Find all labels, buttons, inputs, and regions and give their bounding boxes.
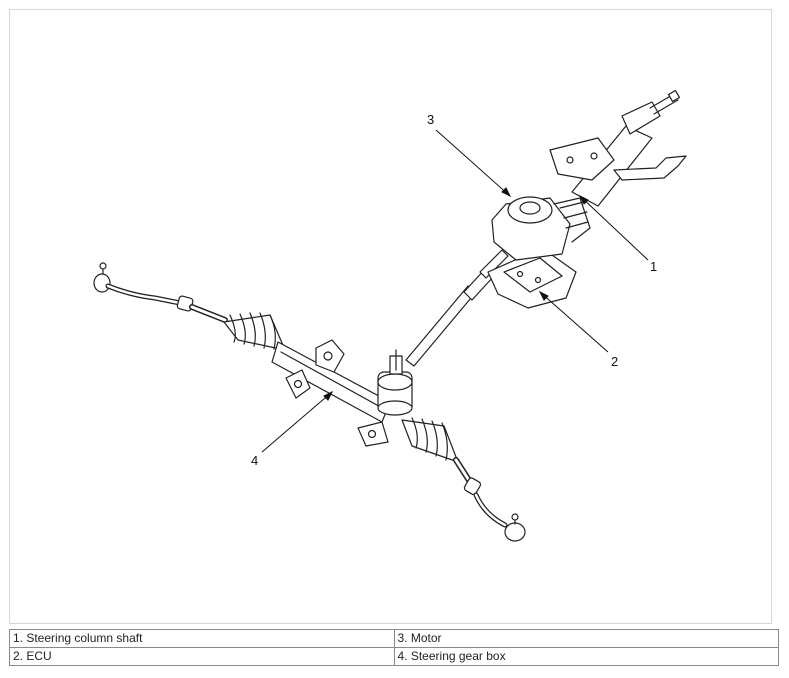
right-tie-rod [453,457,526,542]
motor-unit [491,196,591,261]
pinion-housing [377,349,413,416]
callout-1-leader [579,195,649,261]
legend-cell: 3. Motor [393,629,779,648]
callout-label-2: 2 [611,354,619,369]
ecu-unit [487,247,577,309]
legend-cell: 2. ECU [9,647,395,666]
steering-column [549,89,687,207]
legend-row: 2. ECU 4. Steering gear box [9,647,779,666]
left-boot [223,312,286,351]
callout-4-leader [261,391,333,453]
rack-housing [271,339,391,447]
diagram-figure: 3 1 2 4 [9,9,772,624]
right-boot [401,417,459,463]
callout-label-3: 3 [427,112,435,127]
legend-cell: 4. Steering gear box [393,647,779,666]
left-tie-rod [93,262,228,323]
callout-label-4: 4 [251,453,259,468]
callout-3-leader [435,129,511,197]
parts-legend-table: 1. Steering column shaft 3. Motor 2. ECU… [9,629,779,666]
callout-2-leader [539,291,609,353]
legend-cell: 1. Steering column shaft [9,629,395,648]
legend-row: 1. Steering column shaft 3. Motor [9,629,779,648]
callout-label-1: 1 [650,259,658,274]
intermediate-shaft [405,249,509,367]
steering-assembly-illustration [93,89,687,542]
